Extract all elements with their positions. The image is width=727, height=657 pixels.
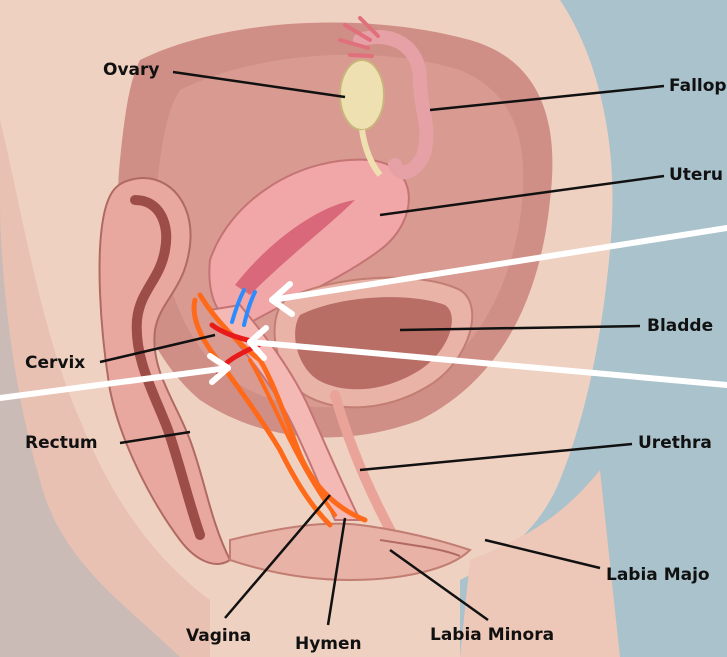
leader-rectum: [119, 430, 191, 445]
leader-bladder: [399, 324, 641, 332]
rectum-lumen: [130, 195, 205, 540]
fimbriae: [338, 16, 380, 58]
leader-ovary: [172, 70, 346, 99]
label-ovary: Ovary: [103, 60, 160, 80]
label-cervix: Cervix: [25, 353, 86, 373]
leader-cervix: [99, 333, 216, 364]
leader-uterus: [379, 174, 665, 217]
label-bladder: Bladde: [647, 316, 714, 336]
label-vagina: Vagina: [186, 626, 252, 646]
white-arrow-top: [269, 225, 727, 317]
leader-hymen: [326, 517, 347, 626]
label-rectum: Rectum: [25, 433, 98, 453]
label-labia-majora: Labia Majo: [606, 565, 710, 585]
bladder-inner: [295, 297, 452, 390]
label-uterus: Uteru: [669, 165, 723, 185]
thigh-outline: [460, 470, 620, 657]
label-hymen: Hymen: [295, 634, 362, 654]
vulva-region: [229, 522, 472, 582]
fallopian-tube: [353, 29, 434, 180]
leader-fallopian: [429, 84, 665, 112]
white-arrow-middle: [247, 325, 727, 388]
ovary-ligament: [359, 129, 383, 177]
blue-marker: [230, 288, 257, 327]
rectum-shape: [98, 177, 232, 565]
white-arrow-left: [0, 353, 231, 401]
labia-fold: [379, 539, 461, 557]
label-urethra: Urethra: [638, 433, 712, 453]
ovary-shape: [339, 59, 385, 131]
leader-lines: [99, 70, 665, 626]
leader-labia-minora: [389, 548, 489, 622]
leader-urethra: [359, 442, 633, 472]
orange-marker-center: [248, 358, 337, 517]
uterus-cavity: [235, 200, 355, 295]
leader-vagina: [224, 494, 331, 619]
label-fallopian-tube: Fallop: [669, 76, 727, 96]
label-labia-minora: Labia Minora: [430, 625, 555, 645]
body-shadow-left: [0, 120, 210, 657]
orange-marker-left: [191, 297, 333, 528]
leader-labia-majora: [484, 538, 601, 570]
